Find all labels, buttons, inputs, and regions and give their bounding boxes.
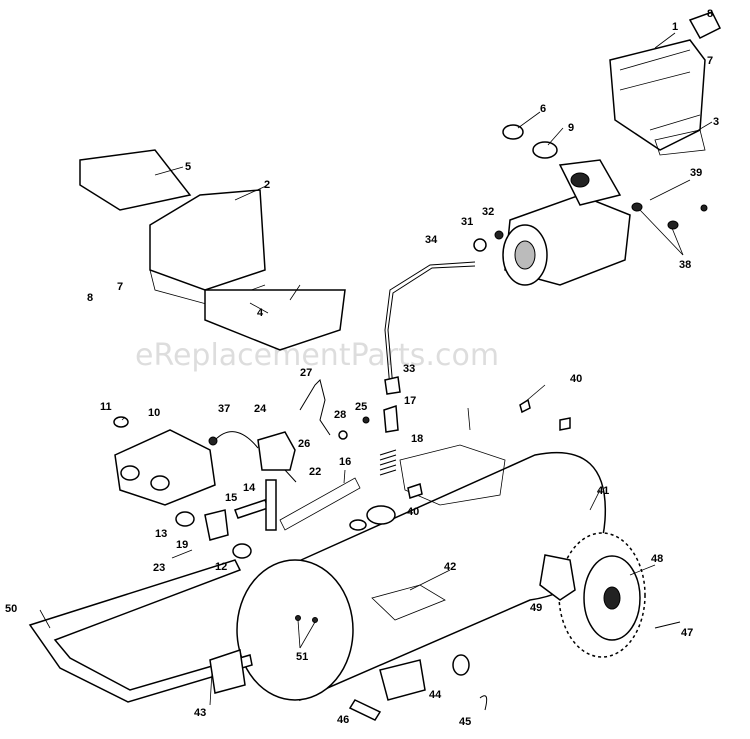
label-2: 2: [264, 179, 270, 191]
label-7b: 7: [117, 281, 123, 293]
axle-bracket: [539, 554, 576, 601]
label-37: 37: [218, 403, 230, 415]
tank-foot: [348, 699, 382, 721]
label-31: 31: [461, 216, 473, 228]
label-48: 48: [651, 553, 663, 565]
label-15: 15: [225, 492, 237, 504]
label-40b: 40: [407, 506, 419, 518]
motor-pump-assembly: [502, 159, 631, 286]
pressure-switch: [257, 431, 296, 471]
label-46: 46: [337, 714, 349, 726]
label-26: 26: [298, 438, 310, 450]
part-labels: 1 2 3 4 5 6 7 7 8 8 9 10 11 12 13 14 15 …: [5, 8, 719, 728]
label-47: 47: [681, 627, 693, 639]
label-13: 13: [155, 528, 167, 540]
label-18: 18: [411, 433, 423, 445]
label-11: 11: [100, 401, 112, 413]
label-33: 33: [403, 363, 415, 375]
label-17: 17: [404, 395, 416, 407]
leader-lines: [39, 32, 713, 706]
label-22: 22: [309, 466, 321, 478]
tank-handle: [28, 559, 253, 703]
label-23: 23: [153, 562, 165, 574]
label-5: 5: [185, 161, 191, 173]
label-39: 39: [690, 167, 702, 179]
label-6: 6: [540, 103, 546, 115]
label-34: 34: [425, 234, 438, 246]
label-19: 19: [176, 539, 188, 551]
label-32: 32: [482, 206, 494, 218]
label-7a: 7: [707, 55, 713, 67]
label-50: 50: [5, 603, 17, 615]
label-9: 9: [568, 122, 574, 134]
label-28: 28: [334, 409, 346, 421]
label-25: 25: [355, 401, 367, 413]
label-44: 44: [429, 689, 442, 701]
cover-plate: [79, 149, 192, 211]
label-plate: [204, 289, 346, 351]
rubber-foot: [209, 649, 246, 694]
belt-guard-shroud: [609, 39, 706, 151]
label-1: 1: [672, 21, 678, 33]
label-38: 38: [679, 259, 691, 271]
label-16: 16: [339, 456, 351, 468]
air-tank: [236, 444, 607, 702]
label-43: 43: [194, 707, 206, 719]
label-40a: 40: [570, 373, 582, 385]
watermark-text: eReplacementParts.com: [135, 338, 499, 373]
label-14: 14: [243, 482, 256, 494]
label-3: 3: [713, 116, 719, 128]
label-49: 49: [530, 602, 542, 614]
label-10: 10: [148, 407, 160, 419]
pressure-manifold: [114, 429, 216, 506]
label-41: 41: [597, 485, 609, 497]
wheel: [558, 532, 646, 658]
label-45: 45: [459, 716, 471, 728]
label-12: 12: [215, 561, 227, 573]
label-8a: 8: [707, 8, 713, 20]
label-51: 51: [296, 651, 308, 663]
label-27: 27: [300, 367, 312, 379]
label-8b: 8: [87, 292, 93, 304]
label-42: 42: [444, 561, 456, 573]
label-24: 24: [254, 403, 267, 415]
shroud-cover: [149, 189, 266, 291]
label-4: 4: [257, 307, 264, 319]
